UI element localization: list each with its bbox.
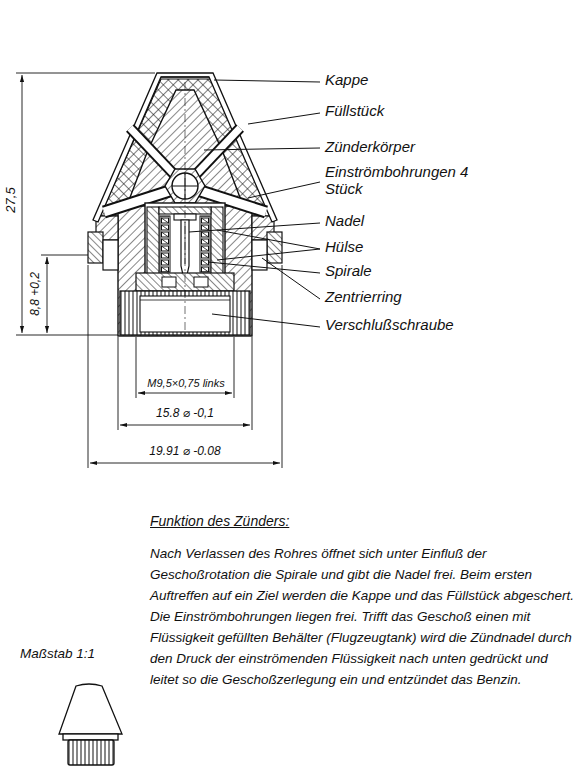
part-label: Hülse (325, 238, 363, 255)
part-label: Füllstück (325, 102, 384, 119)
part-label: Zentrierring (325, 288, 402, 305)
section-heading: Funktion des Zünders: (150, 513, 289, 529)
function-note: Nach Verlassen des Rohres öffnet sich un… (150, 543, 575, 690)
closing-screw (194, 277, 208, 287)
part-label: Kappe (325, 71, 368, 88)
dimension-line (234, 337, 235, 398)
dimension-line (16, 73, 155, 74)
part-label: Spirale (325, 262, 372, 279)
dimension-line (118, 337, 119, 430)
part-label: Zünderkörper (325, 138, 415, 155)
dimension-line (120, 425, 250, 426)
dimension-label: 19.91 ⌀ -0.08 (147, 445, 222, 459)
leader-line (248, 182, 320, 198)
dimension-line (138, 393, 232, 394)
part-label: Einströmbohrungen 4 Stück (325, 163, 485, 198)
dimension-label: 27,5 (4, 185, 19, 214)
dimension-line (252, 337, 253, 430)
scale-sketch (68, 740, 114, 765)
leader-line (217, 230, 320, 249)
centering-ring (267, 232, 282, 263)
dimension-line (16, 73, 282, 468)
leader-line (248, 113, 320, 124)
leader-line (204, 148, 320, 150)
closing-screw (162, 277, 176, 287)
dimension-line (136, 337, 137, 398)
dimension-line (22, 75, 23, 333)
part-label: Verschlußschraube (325, 316, 454, 333)
closing-screw (140, 300, 230, 301)
dimension-line (282, 265, 283, 468)
cap-shell (161, 77, 209, 78)
part-label: Nadel (325, 212, 364, 229)
leader-line (262, 258, 320, 299)
dimension-label: 15.8 ⌀ -0,1 (154, 407, 216, 421)
dimension-label: 8,8 +0,2 (29, 270, 43, 318)
leader-line (208, 262, 320, 273)
spiral-spring (160, 216, 170, 272)
dimension-line (47, 257, 48, 333)
leader-line (214, 80, 320, 82)
dimension-line (41, 255, 88, 256)
scale-sketch (59, 684, 122, 765)
leader-line (217, 249, 320, 260)
leader-line (189, 80, 320, 327)
centering-ring (103, 240, 118, 270)
dimension-line (88, 265, 89, 468)
center-line (185, 82, 186, 335)
dimension-label: M9,5×0,75 links (145, 377, 226, 390)
scale-sketch (59, 684, 122, 734)
centering-ring (88, 232, 103, 263)
scale-note: Maßstab 1:1 (20, 646, 95, 662)
scale-sketch (63, 734, 118, 740)
spiral-spring (200, 216, 210, 272)
dimension-line (90, 463, 280, 464)
leader-line (212, 314, 320, 327)
dimension-line (16, 335, 118, 336)
leader-line (189, 223, 320, 232)
